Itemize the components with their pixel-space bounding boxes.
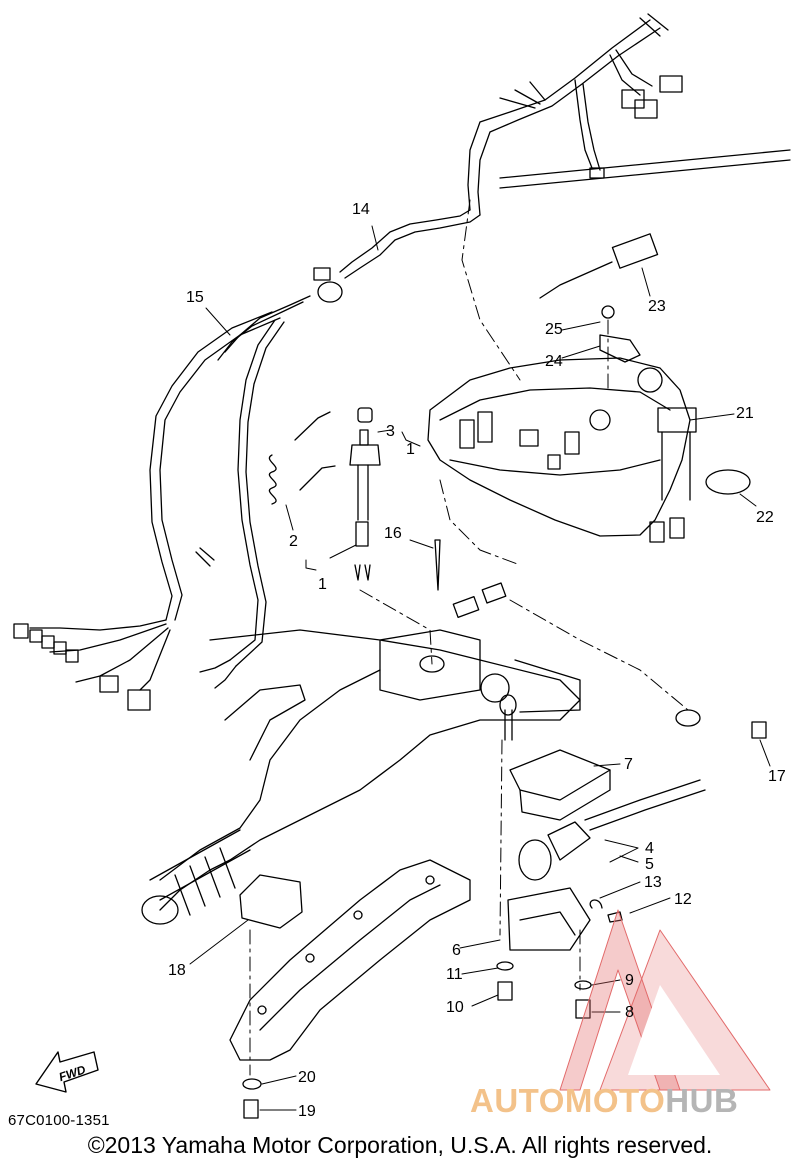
callout-14: 14 [352, 201, 370, 218]
watermark-brand: AUTOMOTOHUB [470, 1082, 738, 1120]
callout-7: 7 [624, 756, 633, 773]
callout-16: 16 [384, 525, 402, 542]
callout-2: 2 [289, 533, 298, 550]
callout-23: 23 [648, 298, 666, 315]
lower-plate [229, 859, 471, 1061]
main-wire-harness [217, 13, 791, 361]
callout-21: 21 [736, 405, 754, 422]
engine-stop-switch-assy [499, 694, 706, 951]
sub-wire-harness [13, 311, 285, 711]
watermark-logo-triangle [559, 909, 771, 1091]
callout-3: 3 [386, 423, 395, 440]
callout-10: 10 [446, 999, 464, 1016]
callout-labels: 1 1 2 3 4 5 6 7 8 9 10 11 12 13 14 15 16… [168, 201, 786, 1120]
callout-11: 11 [446, 966, 463, 983]
callout-4: 4 [645, 840, 654, 857]
callout-24: 24 [545, 353, 563, 370]
fwd-arrow-icon: FWD [35, 1051, 99, 1093]
steering-handle [141, 629, 581, 925]
callout-1: 1 [318, 576, 327, 593]
callout-22: 22 [756, 509, 774, 526]
callout-17: 17 [768, 768, 786, 785]
routing-lines [249, 199, 689, 1076]
callout-15: 15 [186, 289, 204, 306]
callout-13: 13 [644, 874, 662, 891]
callout-5: 5 [645, 856, 654, 873]
callout-1: 1 [406, 441, 415, 458]
leader-lines [189, 225, 771, 1111]
callout-8: 8 [625, 1004, 634, 1021]
callout-19: 19 [298, 1103, 316, 1120]
callout-18: 18 [168, 962, 186, 979]
callout-25: 25 [545, 321, 563, 338]
watermark-text-2: HUB [665, 1082, 739, 1119]
bottom-cowling [427, 357, 691, 537]
hardware-items [239, 233, 767, 1119]
watermark-text-1: AUTOMOTO [470, 1082, 666, 1119]
copyright-notice: ©2013 Yamaha Motor Corporation, U.S.A. A… [87, 1132, 713, 1158]
part-code: 67C0100-1351 [8, 1112, 110, 1129]
callout-20: 20 [298, 1069, 316, 1086]
callout-9: 9 [625, 972, 634, 989]
fwd-label: FWD [57, 1062, 88, 1084]
callout-12: 12 [674, 891, 692, 908]
callout-6: 6 [452, 942, 461, 959]
